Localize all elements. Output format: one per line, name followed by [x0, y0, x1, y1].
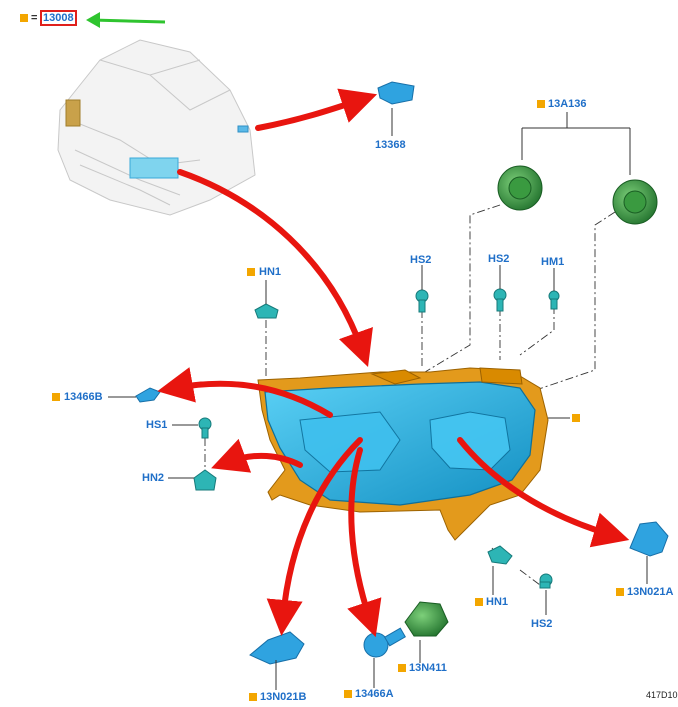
label-hs2-bottom[interactable]: HS2: [531, 618, 553, 630]
marker-square: [537, 100, 545, 108]
screw-hs2-right: [493, 288, 507, 312]
label-leaders: [108, 108, 648, 690]
part-number-13008[interactable]: 13008: [40, 10, 77, 26]
green-arrow: [91, 18, 166, 24]
cover-cap-left: [497, 165, 543, 211]
screw-hs2-bottom: [539, 573, 553, 589]
marker-square: [344, 690, 352, 698]
bulb-13466A: [363, 627, 406, 658]
label-13N021B[interactable]: 13N021B: [260, 691, 307, 703]
label-13466B[interactable]: 13466B: [64, 391, 103, 403]
marker-square: [475, 598, 483, 606]
label-hn2[interactable]: HN2: [142, 472, 165, 484]
figure-id: 417D10: [646, 690, 678, 700]
marker-square: [20, 14, 28, 22]
nut-hn1-top: [254, 303, 279, 319]
label-hs2-right[interactable]: HS2: [488, 253, 510, 265]
label-hm1[interactable]: HM1: [541, 256, 565, 268]
bulb-13N021A: [629, 521, 669, 557]
nut-hn2: [193, 469, 217, 491]
label-13466A[interactable]: 13466A: [355, 688, 394, 700]
label-13N411[interactable]: 13N411: [409, 662, 447, 674]
label-hn1-top[interactable]: HN1: [259, 266, 282, 278]
label-13368[interactable]: 13368: [375, 139, 406, 151]
screw-hs1: [198, 417, 212, 439]
leader-lines: [204, 204, 616, 586]
socket-13N411: [404, 601, 449, 637]
cover-cap-right: [612, 179, 658, 225]
bulb-13N021B: [249, 631, 305, 665]
label-hn1-bottom[interactable]: HN1: [486, 596, 509, 608]
screw-hs2-left: [415, 289, 429, 313]
marker-square: [247, 268, 255, 276]
red-arrows: [157, 88, 630, 638]
nut-hn1-bottom: [487, 545, 513, 565]
marker-square: [52, 393, 60, 401]
label-hs1[interactable]: HS1: [146, 419, 168, 431]
screw-hm1: [548, 290, 560, 310]
headlamp-housing: [257, 367, 549, 541]
label-hs2-left[interactable]: HS2: [410, 254, 432, 266]
label-13A136[interactable]: 13A136: [548, 98, 587, 110]
label-13N021A[interactable]: 13N021A: [627, 586, 674, 598]
marker-square: [616, 588, 624, 596]
green-arrowhead: [86, 12, 100, 28]
part-13368-bracket: [377, 81, 415, 105]
vehicle-front-illustration: [57, 39, 256, 216]
bulb-socket-13466B: [135, 387, 161, 403]
13A136-bracket-lines: [521, 112, 631, 175]
marker-square: [398, 664, 406, 672]
housing-marker: [572, 414, 580, 422]
equals-sign: =: [31, 12, 38, 24]
marker-square: [249, 693, 257, 701]
